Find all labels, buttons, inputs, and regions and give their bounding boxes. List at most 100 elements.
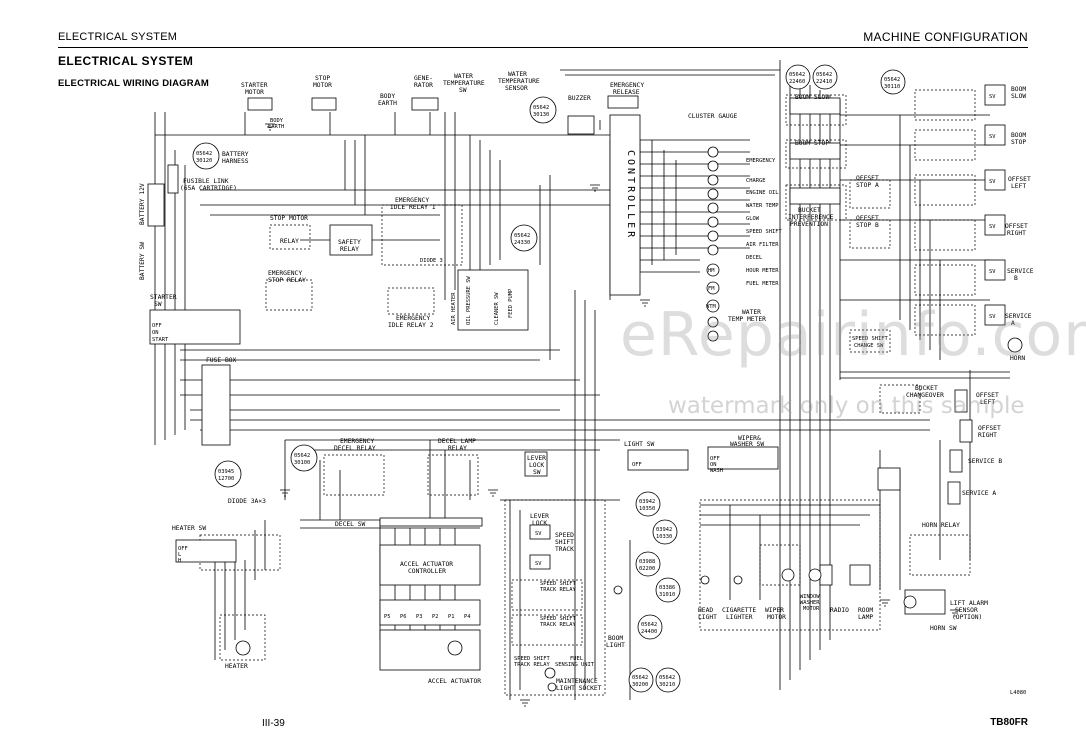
svg-text:LEFT: LEFT — [1011, 183, 1026, 190]
svg-text:SENSOR: SENSOR — [505, 85, 528, 92]
label-speed-shift-change-sw: SPEED SHIFT — [852, 336, 888, 342]
svg-text:RELAY: RELAY — [340, 246, 359, 253]
svg-text:05642: 05642 — [816, 72, 832, 78]
label-generator: GENE- — [414, 75, 433, 82]
svg-text:SV: SV — [989, 314, 996, 320]
label-bucket-changeover: BUCKET — [915, 385, 938, 392]
gauge-label: CHARGE — [746, 178, 765, 184]
svg-text:TRACK RELAY: TRACK RELAY — [540, 622, 576, 628]
label-service-a: SERVICE A — [962, 490, 996, 497]
svg-text:LIGHT: LIGHT — [606, 642, 625, 649]
label-safety-relay: SAFETY — [338, 239, 361, 246]
svg-text:03988: 03988 — [639, 559, 655, 565]
label-speed-shift-track-relay: SPEED SHIFT — [540, 581, 576, 587]
label-oil-pressure-sw: OIL PRESSURE SW — [466, 276, 472, 325]
svg-text:MOTOR: MOTOR — [313, 82, 332, 89]
header-rule — [58, 47, 1028, 48]
svg-text:05642: 05642 — [533, 105, 549, 111]
gauge-label: SPEED SHIFT — [746, 229, 782, 235]
label-diode: DIODE 3A×3 — [228, 498, 266, 505]
svg-text:22460: 22460 — [789, 79, 805, 85]
page-number: III-39 — [262, 718, 285, 729]
label-cluster-gauge: CLUSTER GAUGE — [688, 113, 737, 120]
section-title: ELECTRICAL SYSTEM — [58, 54, 194, 68]
label-boom-stop-sw: BOOM STOP — [795, 140, 829, 147]
svg-text:CHANGE SW: CHANGE SW — [854, 343, 884, 349]
svg-text:TEMPERATURE: TEMPERATURE — [498, 78, 540, 85]
svg-text:03942: 03942 — [656, 527, 672, 533]
label-maintenance-light: MAINTENANCE — [556, 678, 598, 685]
svg-text:22410: 22410 — [816, 79, 832, 85]
svg-text:A: A — [1011, 320, 1015, 327]
svg-text:SW: SW — [533, 469, 541, 476]
svg-text:IDLE RELAY 1: IDLE RELAY 1 — [390, 204, 436, 211]
label-speed-shift-track: SPEED — [555, 532, 574, 539]
svg-text:HARNESS: HARNESS — [222, 158, 249, 165]
svg-text:P6: P6 — [400, 614, 407, 620]
svg-text:05642: 05642 — [641, 622, 657, 628]
label-light-sw: LIGHT SW — [624, 441, 655, 448]
svg-text:30210: 30210 — [659, 682, 675, 688]
component-enclosures — [199, 89, 976, 696]
watermark-note: watermark only on this sample — [668, 393, 1025, 419]
svg-text:STOP B: STOP B — [856, 222, 879, 229]
svg-text:ON: ON — [152, 330, 159, 336]
svg-text:LAMP: LAMP — [858, 614, 873, 621]
label-decel-lamp-relay: DECEL LAMP — [438, 438, 476, 445]
svg-text:P5: P5 — [384, 614, 391, 620]
label-sv-service-a: SERVICE — [1005, 313, 1032, 320]
label-offset-stop-a: OFFSET — [856, 175, 879, 182]
label-cigarette-lighter: CIGARETTE — [722, 607, 756, 614]
svg-text:STOP: STOP — [1011, 139, 1026, 146]
label-lift-alarm: LIFT ALARM — [950, 600, 988, 607]
svg-text:OFF: OFF — [178, 546, 188, 552]
label-diode-3: DIODE 3 — [420, 258, 443, 264]
label-boom-light: BOOM — [608, 635, 623, 642]
label-service-b: SERVICE B — [968, 458, 1002, 465]
svg-text:10330: 10330 — [656, 534, 672, 540]
svg-text:10350: 10350 — [639, 506, 655, 512]
svg-text:CHANGEOVER: CHANGEOVER — [906, 392, 944, 399]
svg-text:RELAY: RELAY — [280, 238, 299, 245]
label-wiper-washer-sw: WIPER& — [738, 435, 761, 442]
label-starter-motor: STARTER — [241, 82, 268, 89]
svg-text:SHIFT: SHIFT — [555, 539, 574, 546]
svg-text:LIGHTER: LIGHTER — [726, 614, 753, 621]
svg-text:TRACK RELAY: TRACK RELAY — [514, 662, 550, 668]
label-stop-motor-relay: STOP MOTOR — [270, 215, 308, 222]
svg-text:RIGHT: RIGHT — [1007, 230, 1026, 237]
svg-text:WTM: WTM — [706, 304, 716, 310]
gauge-label: DECEL — [746, 255, 762, 261]
svg-text:RELEASE: RELEASE — [613, 89, 640, 96]
label-boom-slow-sw: BOOM SLOW — [795, 94, 829, 101]
svg-text:RIGHT: RIGHT — [978, 432, 997, 439]
svg-text:SPEED SHIFT: SPEED SHIFT — [514, 656, 550, 662]
header-chapter: MACHINE CONFIGURATION — [863, 30, 1028, 44]
svg-text:(OPTION): (OPTION) — [952, 614, 982, 621]
label-offset-right: OFFSET — [978, 425, 1001, 432]
svg-text:LOCK: LOCK — [529, 462, 544, 469]
svg-text:WASHER SW: WASHER SW — [730, 441, 764, 448]
label-sv-offset-right: OFFSET — [1005, 223, 1028, 230]
svg-text:SW: SW — [154, 301, 162, 308]
svg-text:OFF: OFF — [710, 456, 720, 462]
gauge-label: HOUR METER — [746, 268, 779, 274]
label-controller: CONTROLLER — [625, 150, 636, 240]
label-fuse-box: FUSE BOX — [206, 357, 237, 364]
label-accel-controller: ACCEL ACTUATOR — [400, 561, 453, 568]
label-accel-actuator: ACCEL ACTUATOR — [428, 678, 481, 685]
label-sv-offset-left: OFFSET — [1008, 176, 1031, 183]
svg-text:IDLE RELAY 2: IDLE RELAY 2 — [388, 322, 434, 329]
svg-text:05642: 05642 — [294, 453, 310, 459]
svg-text:05642: 05642 — [659, 675, 675, 681]
svg-text:SV: SV — [989, 269, 996, 275]
svg-text:24400: 24400 — [641, 629, 657, 635]
svg-text:LIGHT: LIGHT — [698, 614, 717, 621]
svg-text:03945: 03945 — [218, 469, 234, 475]
gauge-label: GLOW — [746, 216, 760, 222]
svg-text:MOTOR: MOTOR — [803, 606, 820, 612]
label-battery-sw: BATTERY SW — [139, 242, 146, 280]
svg-text:DECEL RELAY: DECEL RELAY — [334, 445, 376, 452]
